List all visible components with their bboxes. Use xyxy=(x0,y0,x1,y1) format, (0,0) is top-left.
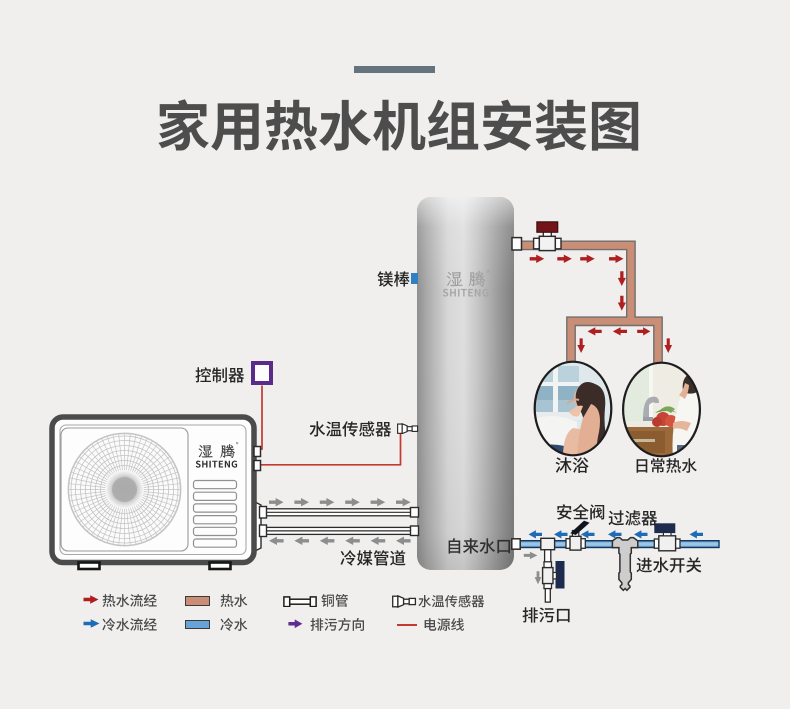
page-title xyxy=(158,99,639,152)
inlet-switch-valve xyxy=(653,523,681,552)
magnesium-rod-label-text: 镁棒 xyxy=(0,0,1,1)
legend-cold-flow-icon xyxy=(83,618,100,628)
legend-hot-flow-label-text: 热水流经 xyxy=(0,0,1,1)
legend-power-line-icon xyxy=(397,623,417,626)
fan-grille xyxy=(67,432,182,547)
inlet-switch-label xyxy=(636,557,702,573)
tank-brand-text: 湿腾 xyxy=(0,0,1,1)
legend-copper-pipe-label-text: 铜管 xyxy=(0,0,1,1)
magnesium-rod-marker xyxy=(411,273,418,284)
controller-label-text: 控制器 xyxy=(0,0,1,1)
controller-box xyxy=(251,361,273,385)
legend-hot-flow-label xyxy=(102,594,157,607)
drain-outlet-label-text: 排污口 xyxy=(0,0,1,1)
safety-valve-label xyxy=(557,504,605,520)
legend-drain-direction-label xyxy=(310,617,364,631)
hot-outlet-valve xyxy=(532,221,562,252)
safety-valve xyxy=(565,520,590,551)
unit-brand xyxy=(195,442,239,468)
inlet-switch-label-text: 进水开关 xyxy=(0,0,1,1)
legend-temp-sensor-label xyxy=(418,594,485,607)
controller-label xyxy=(195,366,245,383)
filter xyxy=(611,536,639,592)
tap-water-inlet-label-text: 自来水口 xyxy=(0,0,1,1)
legend-temp-sensor-icon xyxy=(392,595,417,609)
legend-copper-pipe-icon xyxy=(283,595,317,607)
refrigerant-pipes xyxy=(258,505,420,538)
wire-stubs xyxy=(253,445,262,472)
daily-hot-water-label-text: 日常热水 xyxy=(0,0,1,1)
cold-flow-arrows xyxy=(523,530,703,585)
unit-brand-latin-text: SHITENG xyxy=(0,0,1,1)
heat-pump-unit xyxy=(49,414,262,571)
legend-hot-flow-icon xyxy=(83,595,99,604)
temp-sensor-icon xyxy=(396,423,418,435)
unit-feet xyxy=(77,561,232,571)
temp-sensor-label-text: 水温传感器 xyxy=(0,0,1,1)
legend-drain-direction-icon xyxy=(287,619,302,629)
legend-power-line-label-text: 电源线 xyxy=(0,0,1,1)
legend-temp-sensor-label-text: 水温传感器 xyxy=(0,0,1,1)
tap-water-inlet-label xyxy=(448,538,511,554)
legend-hot-water-label-text: 热水 xyxy=(0,0,1,1)
hot-flow-arrows xyxy=(529,254,673,353)
temp-sensor-label xyxy=(309,421,392,437)
shower-label-text: 沐浴 xyxy=(0,0,1,1)
filter-label-text: 过滤器 xyxy=(0,0,1,1)
page-title-text: 家用热水机组安装图 xyxy=(0,0,1,1)
water-tank xyxy=(417,197,514,570)
shower-photo xyxy=(533,360,613,457)
tank-brand-latin-text: SHITENG xyxy=(0,0,1,1)
legend-copper-pipe-label xyxy=(321,594,348,607)
refrigerant-pipe-label-text: 冷媒管道 xyxy=(0,0,1,1)
legend-cold-flow-label-text: 冷水流经 xyxy=(0,0,1,1)
daily-hot-water-photo xyxy=(621,361,702,458)
legend-hot-water-label xyxy=(220,594,248,607)
cold-water-line xyxy=(511,520,720,603)
legend-cold-water-label-text: 冷水 xyxy=(0,0,1,1)
magnesium-rod-label xyxy=(377,271,410,287)
tank-brand xyxy=(442,269,490,297)
legend-drain-direction-label-text: 排污方向 xyxy=(0,0,1,1)
safety-valve-label-text: 安全阀 xyxy=(0,0,1,1)
refrigerant-flow-arrows xyxy=(269,498,411,545)
shower-label xyxy=(555,457,589,473)
legend-power-line-label xyxy=(424,617,464,631)
legend-cold-flow-label xyxy=(101,617,157,631)
title-accent-dash xyxy=(354,66,435,73)
refrigerant-pipe-label xyxy=(340,549,406,566)
legend-hot-water-swatch xyxy=(185,596,210,606)
drain-outlet-label xyxy=(522,607,570,623)
unit-brand-text: 湿腾 xyxy=(0,0,1,1)
legend-cold-water-label xyxy=(220,617,248,631)
legend-cold-water-swatch xyxy=(185,619,210,629)
daily-hot-water-label xyxy=(636,458,697,473)
filter-label xyxy=(608,510,657,526)
drain-valve xyxy=(541,561,565,603)
hot-water-pipe xyxy=(511,221,663,365)
louver-slats xyxy=(192,479,238,548)
